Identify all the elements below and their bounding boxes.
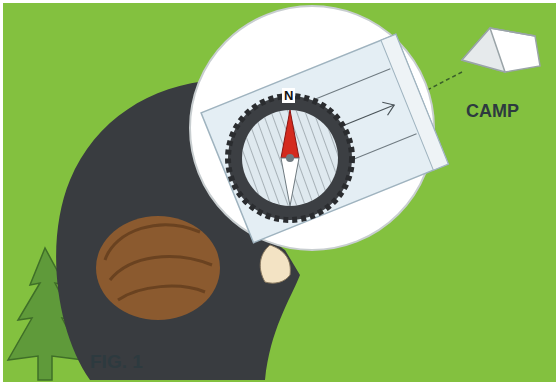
magnified-compass <box>190 6 448 250</box>
tent-icon <box>462 28 540 72</box>
figure-number: FIG. 1 <box>90 352 143 371</box>
ground <box>3 3 556 382</box>
compass-north-mark: N <box>282 88 295 103</box>
place-label: CAMP <box>466 102 519 120</box>
